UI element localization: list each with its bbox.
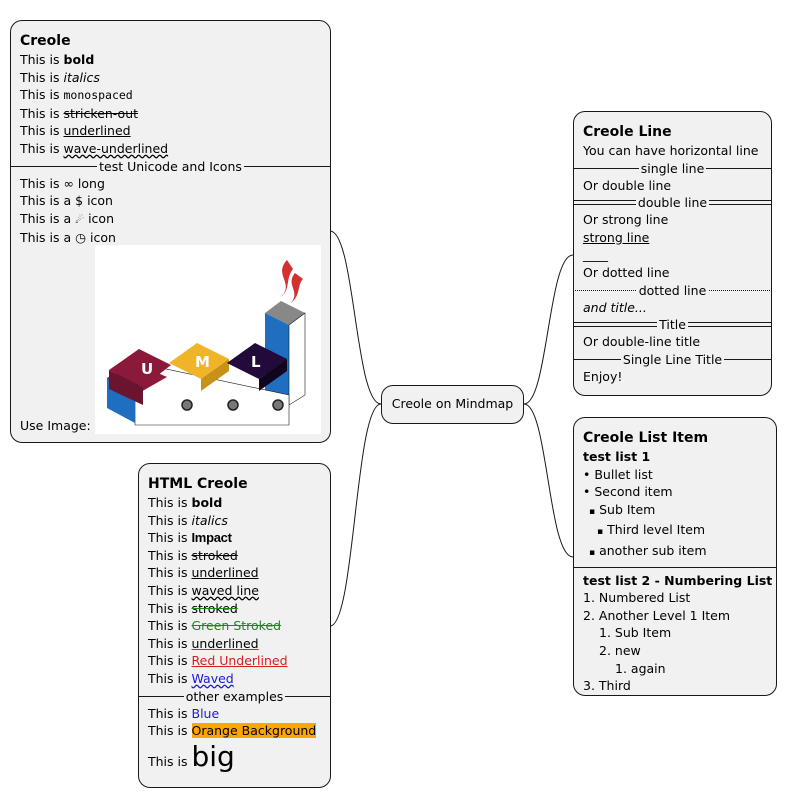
line-wave: This is wave-underlined — [20, 140, 169, 156]
line-infinity: This is ∞ long — [20, 175, 105, 191]
logo-letter-l: L — [251, 353, 261, 371]
line-4: strong line — [583, 229, 650, 245]
line-underlined: This is underlined — [148, 565, 259, 581]
line-5: ____ — [583, 247, 608, 263]
html-creole-node[interactable]: HTML Creole This is bold This is italics… — [138, 463, 331, 788]
line-stroked-green: This is stroked — [148, 600, 238, 616]
use-image-label: Use Image: — [20, 418, 91, 433]
separator-unicode: test Unicode and Icons — [10, 158, 331, 175]
list-item: • Second item — [583, 484, 673, 500]
line-2: Or double line — [583, 177, 672, 193]
line-8: Or double-line title — [583, 334, 701, 350]
separator-double: double line — [573, 194, 772, 211]
list-item: 3. Third — [583, 678, 631, 694]
line-underlined-red: This is underlined — [148, 635, 259, 651]
list-item: 1. Numbered List — [583, 590, 691, 606]
line-bold: This is bold — [20, 52, 95, 67]
line-underline: This is underlined — [20, 123, 131, 139]
line-strike: This is stricken-out — [20, 105, 139, 121]
node-title: Creole — [20, 33, 71, 49]
line-1: You can have horizontal line — [583, 143, 759, 158]
connector-html-creole — [329, 403, 382, 627]
connector-creole-list — [523, 403, 574, 558]
list2-title: test list 2 - Numbering List — [583, 572, 773, 588]
list-item: • Bullet list — [583, 466, 653, 482]
creole-list-node[interactable]: Creole List Item test list 1 • Bullet li… — [573, 417, 777, 696]
line-3: Or strong line — [583, 212, 669, 228]
line-6: Or dotted line — [583, 264, 670, 280]
list-item: ▪ Sub Item — [589, 501, 656, 517]
line-impact: This is Impact — [148, 530, 232, 546]
line-dollar: This is a $ icon — [20, 193, 113, 209]
line-green-stroked: This is Green Stroked — [148, 618, 282, 634]
line-italics: This is italics — [148, 512, 228, 528]
separator-title: Title — [573, 316, 772, 333]
list-item: 2. Another Level 1 Item — [583, 607, 731, 623]
list1-title: test list 1 — [583, 449, 651, 464]
list-item: ▪ Third level Item — [597, 522, 706, 538]
line-waved: This is waved line — [148, 582, 259, 598]
center-node[interactable]: Creole on Mindmap — [381, 385, 524, 424]
separator-single-title: Single Line Title — [573, 351, 772, 368]
creole-line-node[interactable]: Creole Line You can have horizontal line… — [573, 111, 772, 396]
list-item: 2. new — [599, 642, 641, 658]
separator-list — [573, 563, 777, 572]
line-9: Enjoy! — [583, 368, 623, 384]
separator-other: other examples — [138, 688, 331, 705]
bullet-icon: • — [583, 466, 591, 482]
node-title: HTML Creole — [148, 476, 248, 492]
line-rocket: This is a ☄ icon — [20, 210, 114, 226]
logo-letter-u: U — [141, 360, 153, 378]
creole-node[interactable]: Creole This is bold This is italics This… — [10, 20, 331, 443]
flame-icon — [281, 260, 293, 297]
logo-letter-m: M — [195, 353, 210, 371]
infinity-icon: ∞ — [63, 175, 74, 191]
line-clock: This is a ◷ icon — [20, 230, 116, 246]
connector-creole — [329, 230, 382, 405]
node-title: Creole List Item — [583, 430, 709, 446]
clock-icon: ◷ — [75, 230, 87, 246]
list-item: 1. again — [615, 660, 666, 676]
center-node-label: Creole on Mindmap — [391, 396, 514, 411]
list-item: ▪ another sub item — [589, 542, 707, 558]
dollar-icon: $ — [75, 193, 84, 209]
line-italics: This is italics — [20, 69, 100, 85]
node-title: Creole Line — [583, 124, 672, 140]
connector-creole-line — [523, 254, 574, 405]
line-bold: This is bold — [148, 495, 223, 510]
separator-single: single line — [573, 160, 772, 177]
line-7: and title... — [583, 299, 647, 315]
uml-logo-image: U M L — [95, 245, 321, 434]
comet-icon: ☄ — [75, 214, 85, 226]
square-bullet-icon: ▪ — [589, 547, 596, 558]
uml-logo-icon: U M L — [107, 260, 306, 426]
separator-dotted: dotted line — [573, 282, 772, 299]
square-bullet-icon: ▪ — [597, 527, 604, 538]
line-red-underlined: This is Red Underlined — [148, 653, 288, 669]
line-big: This is big — [148, 739, 235, 773]
line-mono: This is monospaced — [20, 87, 133, 103]
line-blue: This is Blue — [148, 705, 220, 721]
line-stroked: This is stroked — [148, 547, 238, 563]
line-orange: This is Orange Background — [148, 723, 317, 739]
square-bullet-icon: ▪ — [589, 506, 596, 517]
bullet-icon: • — [583, 484, 591, 500]
list-item: 1. Sub Item — [599, 625, 672, 641]
line-blue-waved: This is Waved — [148, 670, 234, 686]
